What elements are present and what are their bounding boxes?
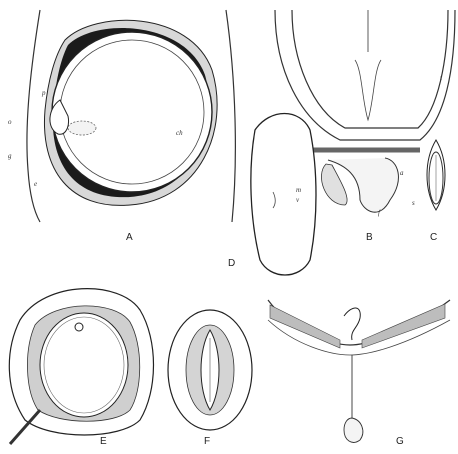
label-p: p — [41, 89, 46, 97]
panel-g-letter: G — [396, 436, 404, 447]
panel-d-letter: D — [228, 258, 235, 269]
panel-a: o g e p ch A — [8, 10, 235, 243]
panel-c-letter: C — [430, 232, 437, 243]
panel-a-letter: A — [126, 232, 133, 243]
label-t: t — [440, 74, 443, 82]
label-g: g — [8, 152, 12, 160]
panel-f-letter: F — [204, 436, 210, 447]
panel-e-letter: E — [100, 436, 107, 447]
label-s: s — [412, 199, 415, 207]
label-m: m — [296, 186, 301, 194]
panel-f: F — [168, 310, 252, 447]
panel-c: C — [427, 140, 445, 243]
panel-b-letter: B — [366, 232, 373, 243]
panel-d: m v D — [228, 114, 316, 276]
label-a: a — [400, 169, 404, 177]
label-e: e — [34, 180, 37, 188]
panel-e: E — [9, 289, 153, 447]
label-o: o — [8, 118, 12, 126]
label-ch: ch — [176, 129, 183, 137]
panel-g: G — [268, 300, 450, 447]
